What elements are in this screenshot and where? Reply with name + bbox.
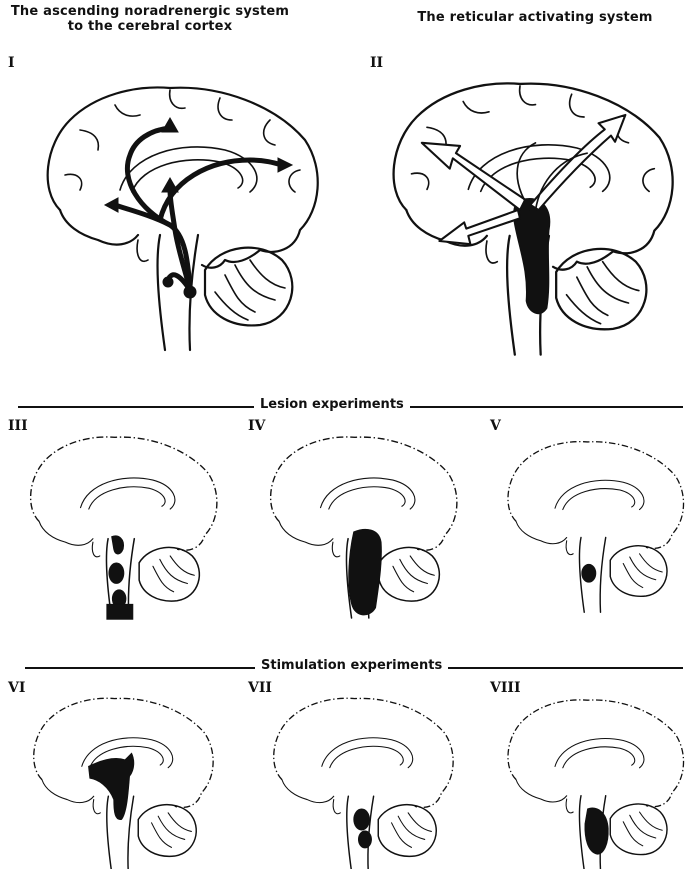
lesion-region bbox=[349, 529, 382, 615]
panel-i-title: The ascending noradrenergic system to th… bbox=[10, 4, 290, 34]
stimulation-region bbox=[354, 809, 370, 830]
arrowhead-icon bbox=[278, 158, 292, 172]
panel-v-brain-diagram bbox=[490, 418, 685, 618]
arrowhead-icon bbox=[105, 198, 118, 212]
panel-vii-brain-diagram bbox=[250, 680, 460, 866]
lesion-region bbox=[112, 536, 124, 554]
panel-i-title-line2: to the cerebral cortex bbox=[10, 19, 290, 34]
panel-ii-title: The reticular activating system bbox=[390, 10, 680, 25]
arrowhead-icon bbox=[162, 178, 178, 192]
panel-iv-brain-diagram bbox=[250, 418, 460, 618]
stimulation-section-label: Stimulation experiments bbox=[255, 658, 448, 673]
lesion-region bbox=[582, 564, 596, 582]
panel-i-numeral: I bbox=[8, 55, 15, 71]
panel-viii-brain-diagram bbox=[490, 680, 685, 866]
stimulation-region bbox=[88, 753, 133, 820]
panel-i-brain-diagram bbox=[20, 50, 320, 370]
arrowhead-icon bbox=[162, 118, 178, 132]
locus-coeruleus-marker bbox=[184, 286, 196, 298]
panel-iii-brain-diagram bbox=[10, 418, 220, 618]
lesion-section-label: Lesion experiments bbox=[254, 397, 410, 412]
stimulation-region bbox=[585, 808, 609, 854]
panel-ii-brain-diagram bbox=[365, 50, 675, 370]
panel-vi-brain-diagram bbox=[10, 680, 220, 866]
panel-i-title-line1: The ascending noradrenergic system bbox=[10, 4, 290, 19]
